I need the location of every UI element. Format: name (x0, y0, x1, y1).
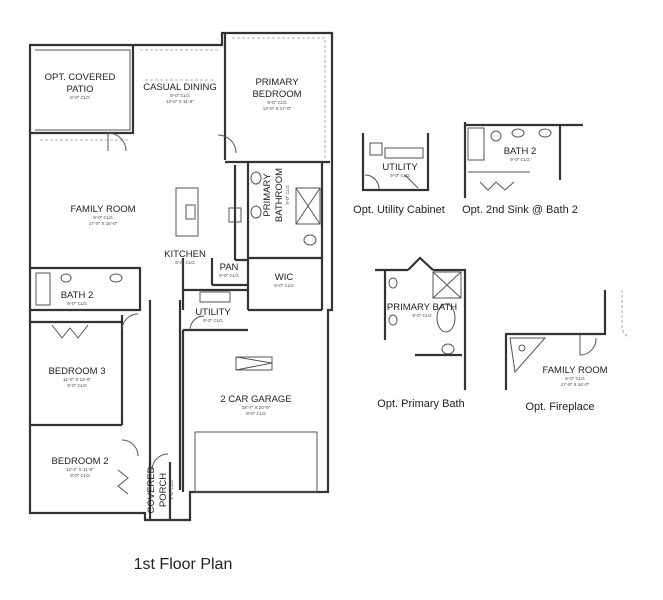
garage-ceiling: 9'-0" CLG (246, 411, 266, 416)
primary-bedroom-label-1: PRIMARY (255, 77, 299, 88)
wic-ceiling: 9'-0" CLG (274, 283, 294, 288)
patio-label-1: OPT. COVERED (45, 72, 116, 83)
garage-label: 2 CAR GARAGE (220, 394, 291, 405)
utility-ceiling: 9'-0" CLG (203, 318, 223, 323)
opt-family-room-ceiling: 9'-0" CLG (565, 376, 585, 381)
opt-utility-caption: Opt. Utility Cabinet (353, 204, 445, 216)
bath2-label: BATH 2 (61, 290, 94, 301)
primary-bedroom-label-2: BEDROOM (252, 89, 301, 100)
garage-size: 18'-7" X 20'-0" (242, 405, 271, 410)
bedroom3-ceiling: 9'-0" CLG (67, 383, 87, 388)
opt-bath2-caption: Opt. 2nd Sink @ Bath 2 (462, 204, 578, 216)
plan-title: 1st Floor Plan (134, 556, 233, 573)
opt-primary-bath-ceiling: 9'-0" CLG (412, 313, 432, 318)
pantry-ceiling: 9'-0" CLG (219, 273, 239, 278)
primary-bathroom-ceiling: 9'-0" CLG (285, 185, 290, 205)
opt-primary-bath-caption: Opt. Primary Bath (377, 398, 464, 410)
dining-size: 12'-0" X 11'-6" (166, 99, 194, 104)
opt-primary-bath-label: PRIMARY BATH (387, 302, 457, 313)
bedroom2-label: BEDROOM 2 (51, 456, 108, 467)
bedroom2-size: 12'-4" X 11'-0" (66, 467, 94, 472)
family-room-label: FAMILY ROOM (70, 204, 135, 215)
primary-bathroom-label: PRIMARY BATHROOM 9'-0" CLG (262, 168, 290, 222)
opt-bath2-label: BATH 2 (504, 146, 537, 157)
primary-bathroom-label-2: BATHROOM (274, 168, 285, 222)
main-floor-plan (28, 31, 334, 522)
family-room-ceiling: 9'-0" CLG (93, 215, 113, 220)
option-primary-bath: PRIMARY BATH 9'-0" CLG Opt. Primary Bath (375, 256, 467, 410)
bedroom3-size: 11'-0" X 12'-0" (63, 377, 91, 382)
kitchen-label: KITCHEN (164, 249, 206, 260)
opt-utility-label: UTILITY (382, 162, 418, 173)
dining-label: CASUAL DINING (143, 82, 217, 93)
porch-label: COVERED PORCH 9'-0" CLG (146, 466, 174, 513)
patio-ceiling: 8'-0" CLG (70, 95, 90, 100)
option-second-sink-bath2: BATH 2 9'-0" CLG Opt. 2nd Sink @ Bath 2 (462, 122, 583, 216)
bedroom2-ceiling: 9'-0" CLG (70, 473, 90, 478)
opt-bath2-ceiling: 9'-0" CLG (510, 157, 530, 162)
patio-label-2: PATIO (66, 84, 93, 95)
option-fireplace: FAMILY ROOM 9'-0" CLG 17'-9" X 16'-0" Op… (504, 290, 629, 413)
primary-bathroom-label-1: PRIMARY (262, 173, 273, 217)
option-utility-cabinet: UTILITY 9'-0" CLG Opt. Utility Cabinet (353, 133, 445, 216)
opt-family-room-size: 17'-9" X 16'-0" (561, 382, 590, 387)
bath2-ceiling: 9'-0" CLG (67, 301, 87, 306)
primary-bedroom-size: 13'-0" X 17'-0" (263, 106, 292, 111)
kitchen-ceiling: 9'-0" CLG (175, 260, 195, 265)
wic-label: WIC (275, 272, 294, 283)
opt-utility-ceiling: 9'-0" CLG (390, 173, 410, 178)
bedroom3-label: BEDROOM 3 (48, 366, 105, 377)
pantry-label: PAN (220, 262, 239, 273)
porch-ceiling: 9'-0" CLG (169, 480, 174, 500)
primary-bedroom-ceiling: 9'-0" CLG (267, 100, 287, 105)
dining-ceiling: 9'-0" CLG (170, 93, 190, 98)
porch-label-1: COVERED (146, 466, 157, 513)
family-room-size: 17'-9" X 16'-0" (89, 221, 118, 226)
opt-family-room-label: FAMILY ROOM (542, 365, 607, 376)
utility-label: UTILITY (195, 307, 231, 318)
opt-fireplace-caption: Opt. Fireplace (525, 401, 594, 413)
porch-label-2: PORCH (158, 473, 169, 507)
